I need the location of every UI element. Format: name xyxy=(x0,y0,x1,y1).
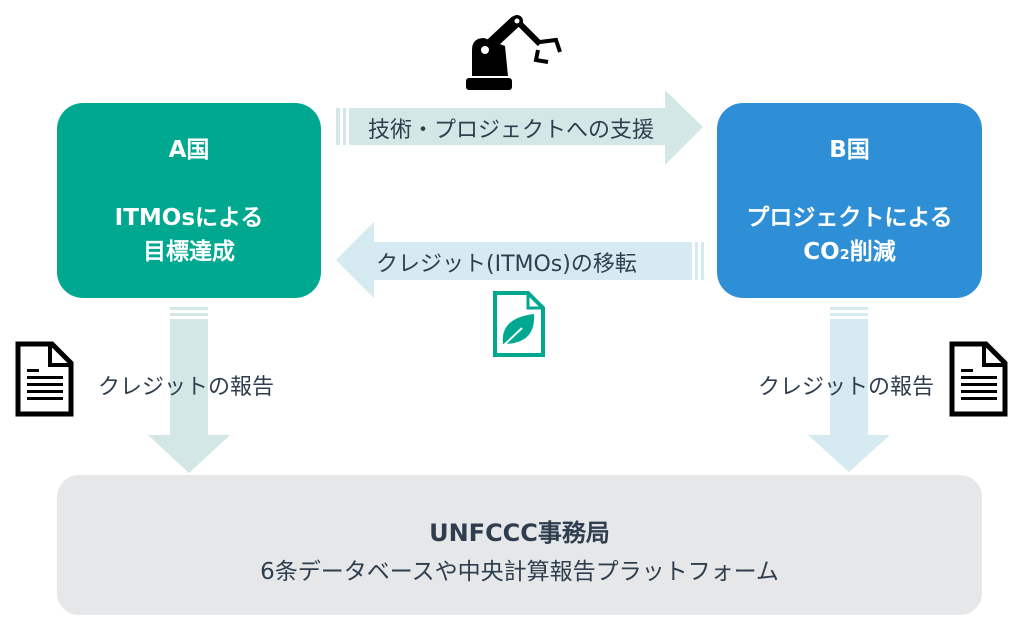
country-b-box: B国 プロジェクトによる CO₂削減 xyxy=(717,103,982,298)
report-right-label: クレジットの報告 xyxy=(758,375,935,400)
document-icon-right xyxy=(949,341,1008,417)
country-b-line2: CO₂削減 xyxy=(803,238,896,265)
robot-arm-icon xyxy=(466,15,562,90)
document-icon-left xyxy=(15,341,74,417)
country-a-line2: 目標達成 xyxy=(143,238,235,265)
country-b-line1: プロジェクトによる xyxy=(746,204,953,231)
country-a-line1: ITMOsによる xyxy=(114,204,264,231)
support-arrow-label: 技術・プロジェクトへの支援 xyxy=(368,118,655,143)
report-left-label: クレジットの報告 xyxy=(98,375,275,400)
report-arrow-left xyxy=(148,307,230,473)
secretariat-title: UNFCCC事務局 xyxy=(429,519,610,547)
secretariat-subtitle: 6条データベースや中央計算報告プラットフォーム xyxy=(260,559,779,585)
secretariat-box: UNFCCC事務局 6条データベースや中央計算報告プラットフォーム xyxy=(57,475,982,615)
transfer-arrow-label: クレジット(ITMOs)の移転 xyxy=(376,252,637,277)
transfer-arrow xyxy=(336,222,704,298)
country-b-title: B国 xyxy=(829,136,870,163)
report-arrow-right xyxy=(808,307,890,472)
country-a-title: A国 xyxy=(168,136,210,163)
leaf-document-icon xyxy=(493,291,545,357)
country-a-box: A国 ITMOsによる 目標達成 xyxy=(57,103,321,298)
support-arrow xyxy=(336,90,703,165)
